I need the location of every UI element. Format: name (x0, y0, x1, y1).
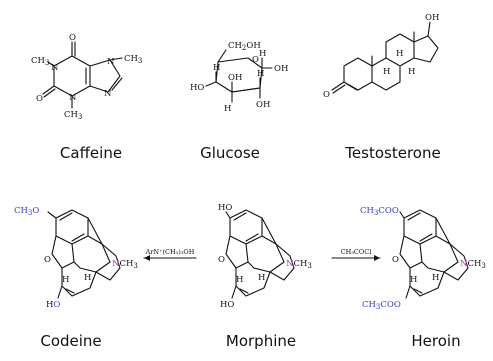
heroin-h-a: H (432, 273, 439, 283)
caffeine-o-top: O (69, 33, 76, 43)
morphine-ether-o: O (218, 255, 225, 265)
reagent-acetylation: CH₃COCl (341, 248, 372, 256)
reaction-arrow-acetylation: CH₃COCl (331, 248, 381, 261)
heroin-h-b: H (410, 275, 417, 285)
caffeine-name: Caffeine (60, 144, 122, 162)
codeine-ch3o: CH3O (14, 206, 39, 217)
glucose-h-3: H (224, 104, 231, 114)
codeine-ether-o: O (44, 255, 51, 265)
reaction-arrow-methylation: ArN⁺(CH₃)₃OH (143, 248, 197, 261)
testosterone-h-14: H (408, 67, 415, 77)
heroin-name: Heroin (411, 332, 460, 350)
glucose-oh-2: OH (256, 100, 270, 110)
glucose-structure: CH2OH O OH HO H OH H OH H H (190, 41, 288, 114)
codeine-nitrogen: NCH3 (112, 259, 138, 270)
glucose-ring-o: O (252, 55, 259, 65)
testosterone-oh: OH (425, 13, 439, 23)
glucose-ch2oh: CH2OH (228, 41, 261, 52)
morphine-hydroxyl: HO (220, 300, 234, 310)
caffeine-n3: N (69, 93, 77, 103)
testosterone-h-8: H (383, 67, 390, 77)
caffeine-n7: N (107, 57, 115, 67)
heroin-acetate-bottom: CH3COO (362, 300, 401, 311)
glucose-ho-4: HO (190, 83, 204, 93)
reagent-methylation: ArN⁺(CH₃)₃OH (145, 248, 195, 256)
codeine-structure: CH3O O NCH3 HO H H (14, 206, 138, 310)
caffeine-n9: N (104, 89, 112, 99)
testosterone-h-9: H (396, 49, 403, 59)
glucose-oh-1: OH (274, 64, 288, 74)
morphine-structure: HO O NCH3 HO H H (218, 203, 312, 310)
caffeine-methyl-7: CH3 (124, 54, 142, 65)
glucose-name: Glucose (200, 144, 260, 162)
glucose-h-2: H (257, 69, 264, 79)
heroin-structure: CH3COO O NCH3 CH3COO H H (360, 206, 486, 311)
glucose-h-1: H (259, 49, 266, 59)
morphine-h-a: H (258, 273, 265, 283)
glucose-oh-3: OH (228, 73, 242, 83)
heroin-nitrogen: NCH3 (460, 259, 486, 270)
caffeine-methyl-3: CH3 (64, 110, 82, 121)
heroin-ether-o: O (392, 255, 399, 265)
morphine-hydroxyl-phenol: HO (218, 203, 232, 213)
codeine-h-b: H (62, 275, 69, 285)
caffeine-structure: O O N N N N CH3 CH3 CH3 (31, 33, 142, 121)
heroin-acetate-top: CH3COO (360, 206, 399, 217)
codeine-name: Codeine (40, 332, 101, 350)
caffeine-n1: N (51, 63, 59, 73)
glucose-h-5: H (213, 63, 220, 73)
caffeine-methyl-1: CH3 (31, 56, 49, 67)
codeine-h-a: H (84, 273, 91, 283)
morphine-h-b: H (236, 275, 243, 285)
caffeine-o-left: O (36, 94, 43, 104)
testosterone-o: O (323, 90, 330, 100)
morphine-nitrogen: NCH3 (286, 259, 312, 270)
testosterone-structure: O OH H H H (323, 13, 439, 100)
testosterone-name: Testosterone (344, 144, 440, 162)
morphine-name: Morphine (226, 332, 296, 350)
codeine-hydroxyl: HO (46, 300, 60, 310)
